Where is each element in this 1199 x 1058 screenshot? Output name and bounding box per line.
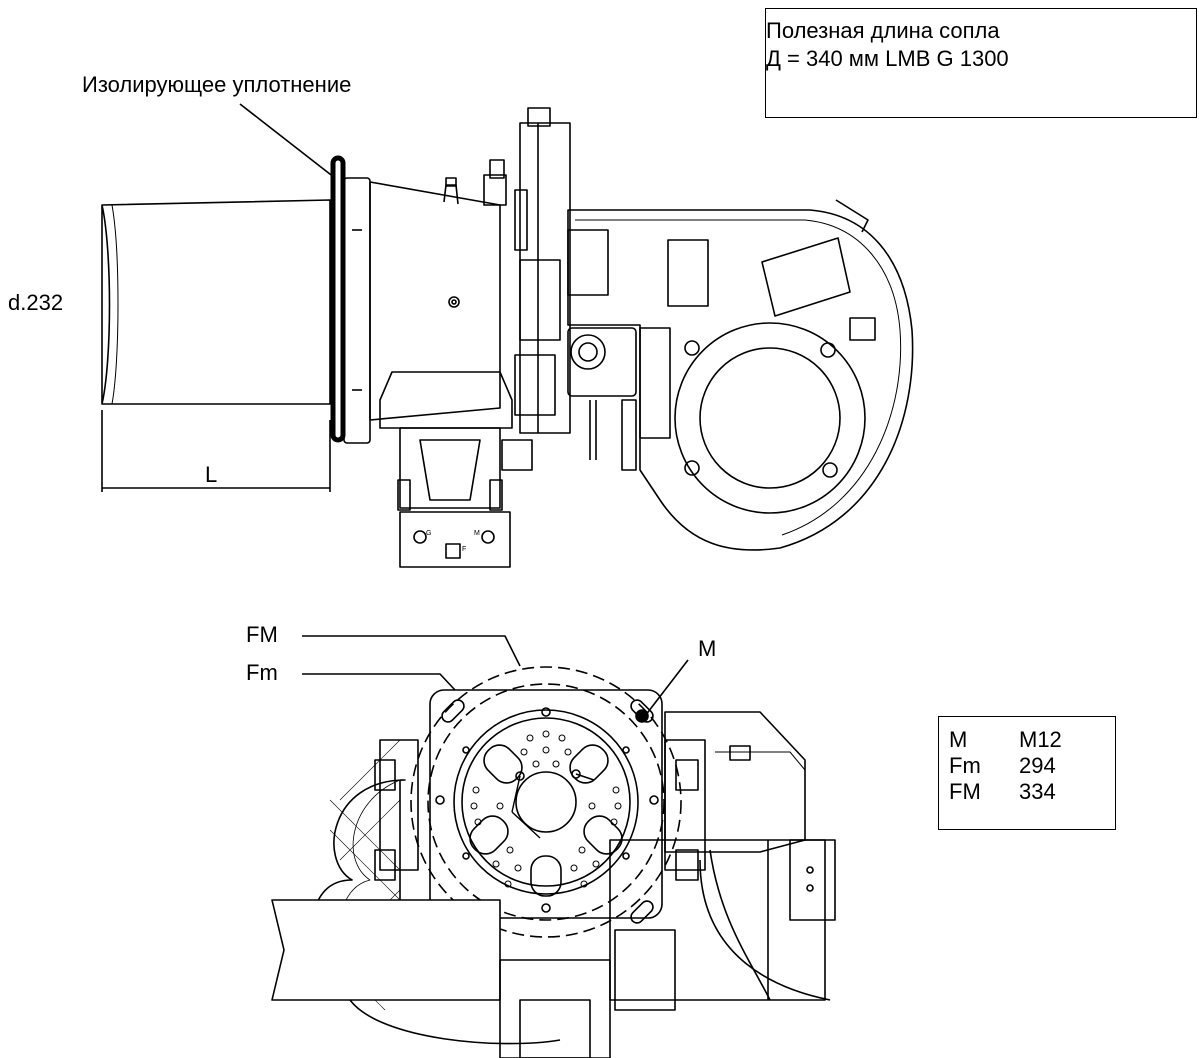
dimension-l: [101, 410, 331, 492]
spec-value: 294: [1019, 753, 1056, 778]
fitting-mark-f: F: [462, 546, 467, 553]
ignition-transformer: [789, 839, 836, 921]
port-m: [481, 530, 495, 544]
fm-lower-label: Fm: [246, 660, 278, 685]
spec-key: M: [949, 727, 968, 752]
spec-table: M M12 Fm 294 FM 334: [938, 716, 1116, 830]
circle-fm-lower: [427, 683, 665, 921]
insulating-seal: [330, 155, 346, 443]
blast-tube: [101, 199, 331, 405]
length-label: L: [205, 462, 218, 487]
insulating-seal-label: Изолирующее уплотнение: [82, 72, 352, 97]
burner-front-view: [271, 635, 836, 1058]
seal-leader-line: [239, 103, 336, 179]
port-g: [413, 530, 427, 544]
nozzle-length-note: Полезная длина сопла Д = 340 мм LMB G 13…: [765, 8, 1197, 118]
blast-tube-front-inner: [461, 717, 631, 887]
note-line-2: Д = 340 мм LMB G 1300: [766, 46, 1009, 71]
spec-row: M M12: [949, 727, 1115, 753]
air-intake-outer: [674, 322, 866, 514]
fm-lower-leader: [302, 673, 456, 691]
note-line-1: Полезная длина сопла: [766, 18, 1000, 43]
center-hole: [515, 771, 577, 833]
spec-value: M12: [1019, 727, 1062, 752]
fm-upper-label: FM: [246, 622, 278, 647]
m-label: M: [698, 636, 717, 661]
fan-housing: [567, 209, 914, 551]
m-leader: [644, 659, 689, 717]
circle-fm-upper: [410, 666, 682, 938]
fm-upper-leader: [302, 635, 521, 667]
fitting-mark-g: G: [426, 530, 432, 537]
fitting-mark-m: M: [474, 530, 480, 537]
diffuser-slots: [469, 744, 623, 897]
gas-valve-block: [399, 511, 511, 568]
servo-dial: [570, 334, 606, 370]
diffuser-holes: [470, 730, 622, 888]
square-flange: [429, 689, 663, 919]
air-intake-inner: [699, 347, 841, 489]
blast-tube-front-outer: [453, 709, 639, 895]
burner-side-view: [101, 103, 914, 568]
spec-key: FM: [949, 779, 981, 804]
spec-row: Fm 294: [949, 753, 1115, 779]
conical-housing: [369, 181, 501, 421]
spec-value: 334: [1019, 779, 1056, 804]
diameter-label: d.232: [8, 290, 64, 315]
control-assembly: [483, 107, 571, 434]
gas-pipe: [271, 899, 501, 1001]
spec-key: Fm: [949, 753, 981, 778]
mounting-flange: [343, 177, 371, 444]
spec-row: FM 334: [949, 779, 1115, 805]
